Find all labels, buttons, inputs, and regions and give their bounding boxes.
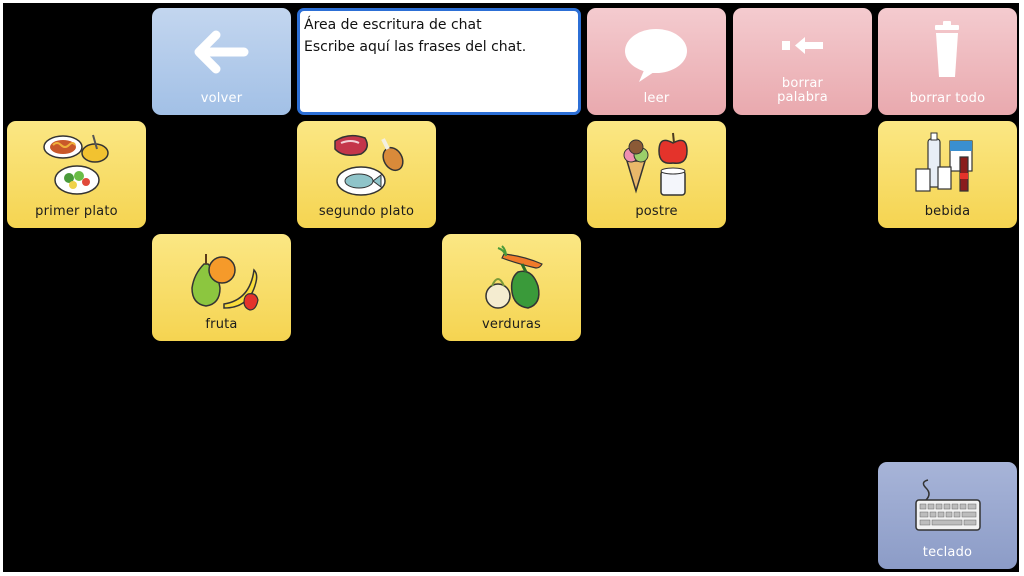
second-course-button[interactable]: segundo plato [297, 121, 436, 228]
delete-word-label-line-1: borrar [781, 76, 824, 91]
keyboard-label: teclado [922, 545, 973, 560]
chat-input-area[interactable]: Área de escritura de chat Escribe aquí l… [297, 8, 581, 115]
dessert-button[interactable]: postre [587, 121, 726, 228]
speak-label: leer [643, 91, 670, 106]
second-course-meat-fish-icon [334, 134, 404, 196]
vegetables-icon [485, 245, 543, 309]
chat-line-1: Área de escritura de chat [304, 17, 482, 33]
back-button[interactable]: volver [152, 8, 291, 115]
fruit-icon [191, 254, 259, 311]
keyboard-button[interactable]: teclado [878, 462, 1017, 569]
speech-bubble-icon [625, 29, 687, 82]
keyboard-icon [915, 479, 981, 531]
clear-all-button[interactable]: borrar todo [878, 8, 1017, 115]
vegetables-label: verduras [482, 317, 541, 332]
backspace-arrow-icon [782, 37, 823, 54]
back-label: volver [200, 91, 243, 106]
delete-word-label-line-2: palabra [777, 90, 828, 105]
first-course-dishes-icon [43, 134, 109, 195]
vegetables-button[interactable]: verduras [442, 234, 581, 341]
first-course-label: primer plato [35, 204, 118, 219]
delete-word-label: borrar palabra [735, 77, 870, 105]
clear-all-label: borrar todo [909, 91, 986, 106]
speak-button[interactable]: leer [587, 8, 726, 115]
fruit-button[interactable]: fruta [152, 234, 291, 341]
second-course-label: segundo plato [318, 204, 415, 219]
drink-button[interactable]: bebida [878, 121, 1017, 228]
arrow-left-icon [194, 30, 249, 74]
trash-can-icon [935, 21, 959, 77]
dessert-icon [623, 132, 688, 196]
dessert-label: postre [635, 204, 678, 219]
first-course-button[interactable]: primer plato [7, 121, 146, 228]
drinks-icon [915, 132, 973, 192]
fruit-label: fruta [205, 317, 238, 332]
delete-word-button[interactable]: borrar palabra [733, 8, 872, 115]
drink-label: bebida [924, 204, 971, 219]
chat-line-2: Escribe aquí las frases del chat. [304, 39, 527, 55]
communication-board: volver Área de escritura de chat Escribe… [3, 3, 1019, 572]
